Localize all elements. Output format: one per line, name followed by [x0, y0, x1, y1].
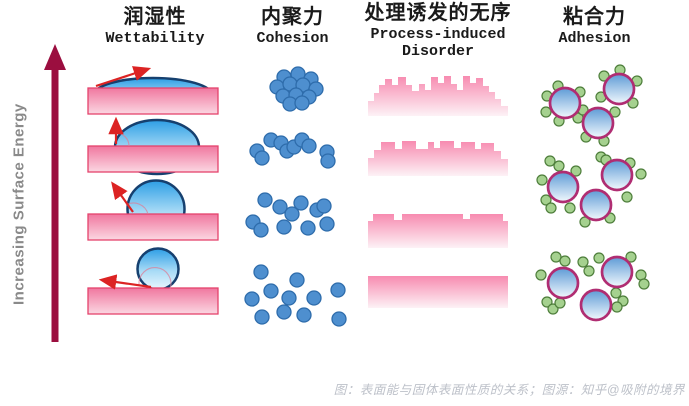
cohesion-title-zh: 内聚力 — [261, 6, 324, 28]
surface-tension-arrow — [95, 66, 152, 88]
cohesion-cluster-dispersed — [244, 264, 347, 327]
surface-tension-arrow — [98, 274, 152, 290]
adhesion-sphere — [581, 106, 615, 140]
adhesion-sphere — [600, 255, 634, 289]
adhesion-column — [535, 64, 650, 322]
adhesion-sphere — [546, 266, 580, 300]
cohesion-cluster-tight — [269, 66, 324, 112]
rough-surface-block-1 — [368, 76, 508, 116]
substrate-slab — [87, 145, 219, 173]
wettability-title-zh: 润湿性 — [123, 6, 187, 28]
wettability-title-en: Wettability — [105, 30, 205, 47]
substrate-slab — [87, 87, 219, 115]
axis-label-increasing-surface-energy: Increasing Surface Energy — [10, 103, 28, 305]
adhesion-title-en: Adhesion — [558, 30, 631, 47]
surface-energy-arrow — [44, 44, 66, 342]
adhesion-cluster-weak — [535, 251, 650, 322]
disorder-title-en: Process-induced Disorder — [370, 26, 506, 60]
substrate-slab — [87, 287, 219, 315]
adhesion-title-zh: 粘合力 — [563, 6, 626, 28]
cohesion-column — [244, 66, 347, 327]
disorder-column — [368, 76, 508, 308]
adhesion-cluster-medium — [536, 151, 647, 228]
cohesion-cluster-looser — [245, 192, 335, 238]
wettability-row-2 — [87, 116, 219, 176]
adhesion-sphere — [548, 86, 582, 120]
adhesion-sphere — [600, 158, 634, 192]
figure-caption: 图：表面能与固体表面性质的关系；图源：知乎@吸附的境界 — [333, 383, 685, 397]
wettability-row-4 — [87, 247, 219, 315]
substrate-slab — [87, 213, 219, 241]
disorder-title-zh: 处理诱发的无序 — [364, 2, 512, 24]
near-smooth-surface-block-3 — [368, 214, 508, 248]
cohesion-title-en: Cohesion — [256, 30, 329, 47]
adhesion-sphere — [579, 188, 613, 222]
wettability-row-3 — [87, 179, 219, 241]
adhesion-cluster-strong — [540, 64, 643, 147]
adhesion-sphere — [579, 288, 613, 322]
smooth-surface-block-4 — [368, 276, 508, 308]
column-header-wettability: 润湿性 Wettability — [85, 6, 225, 48]
wettability-row-1 — [87, 66, 219, 115]
rough-surface-block-2 — [368, 141, 508, 176]
column-header-disorder: 处理诱发的无序 Process-induced Disorder — [356, 2, 520, 61]
cohesion-cluster-loose — [249, 132, 336, 169]
surface-tension-arrow — [111, 181, 134, 213]
adhesion-sphere — [602, 72, 636, 106]
column-header-cohesion: 内聚力 Cohesion — [235, 6, 350, 48]
adhesion-sphere — [546, 170, 580, 204]
droplet-non-wetting — [136, 247, 180, 291]
wettability-column — [87, 66, 219, 315]
column-header-adhesion: 粘合力 Adhesion — [527, 6, 662, 48]
